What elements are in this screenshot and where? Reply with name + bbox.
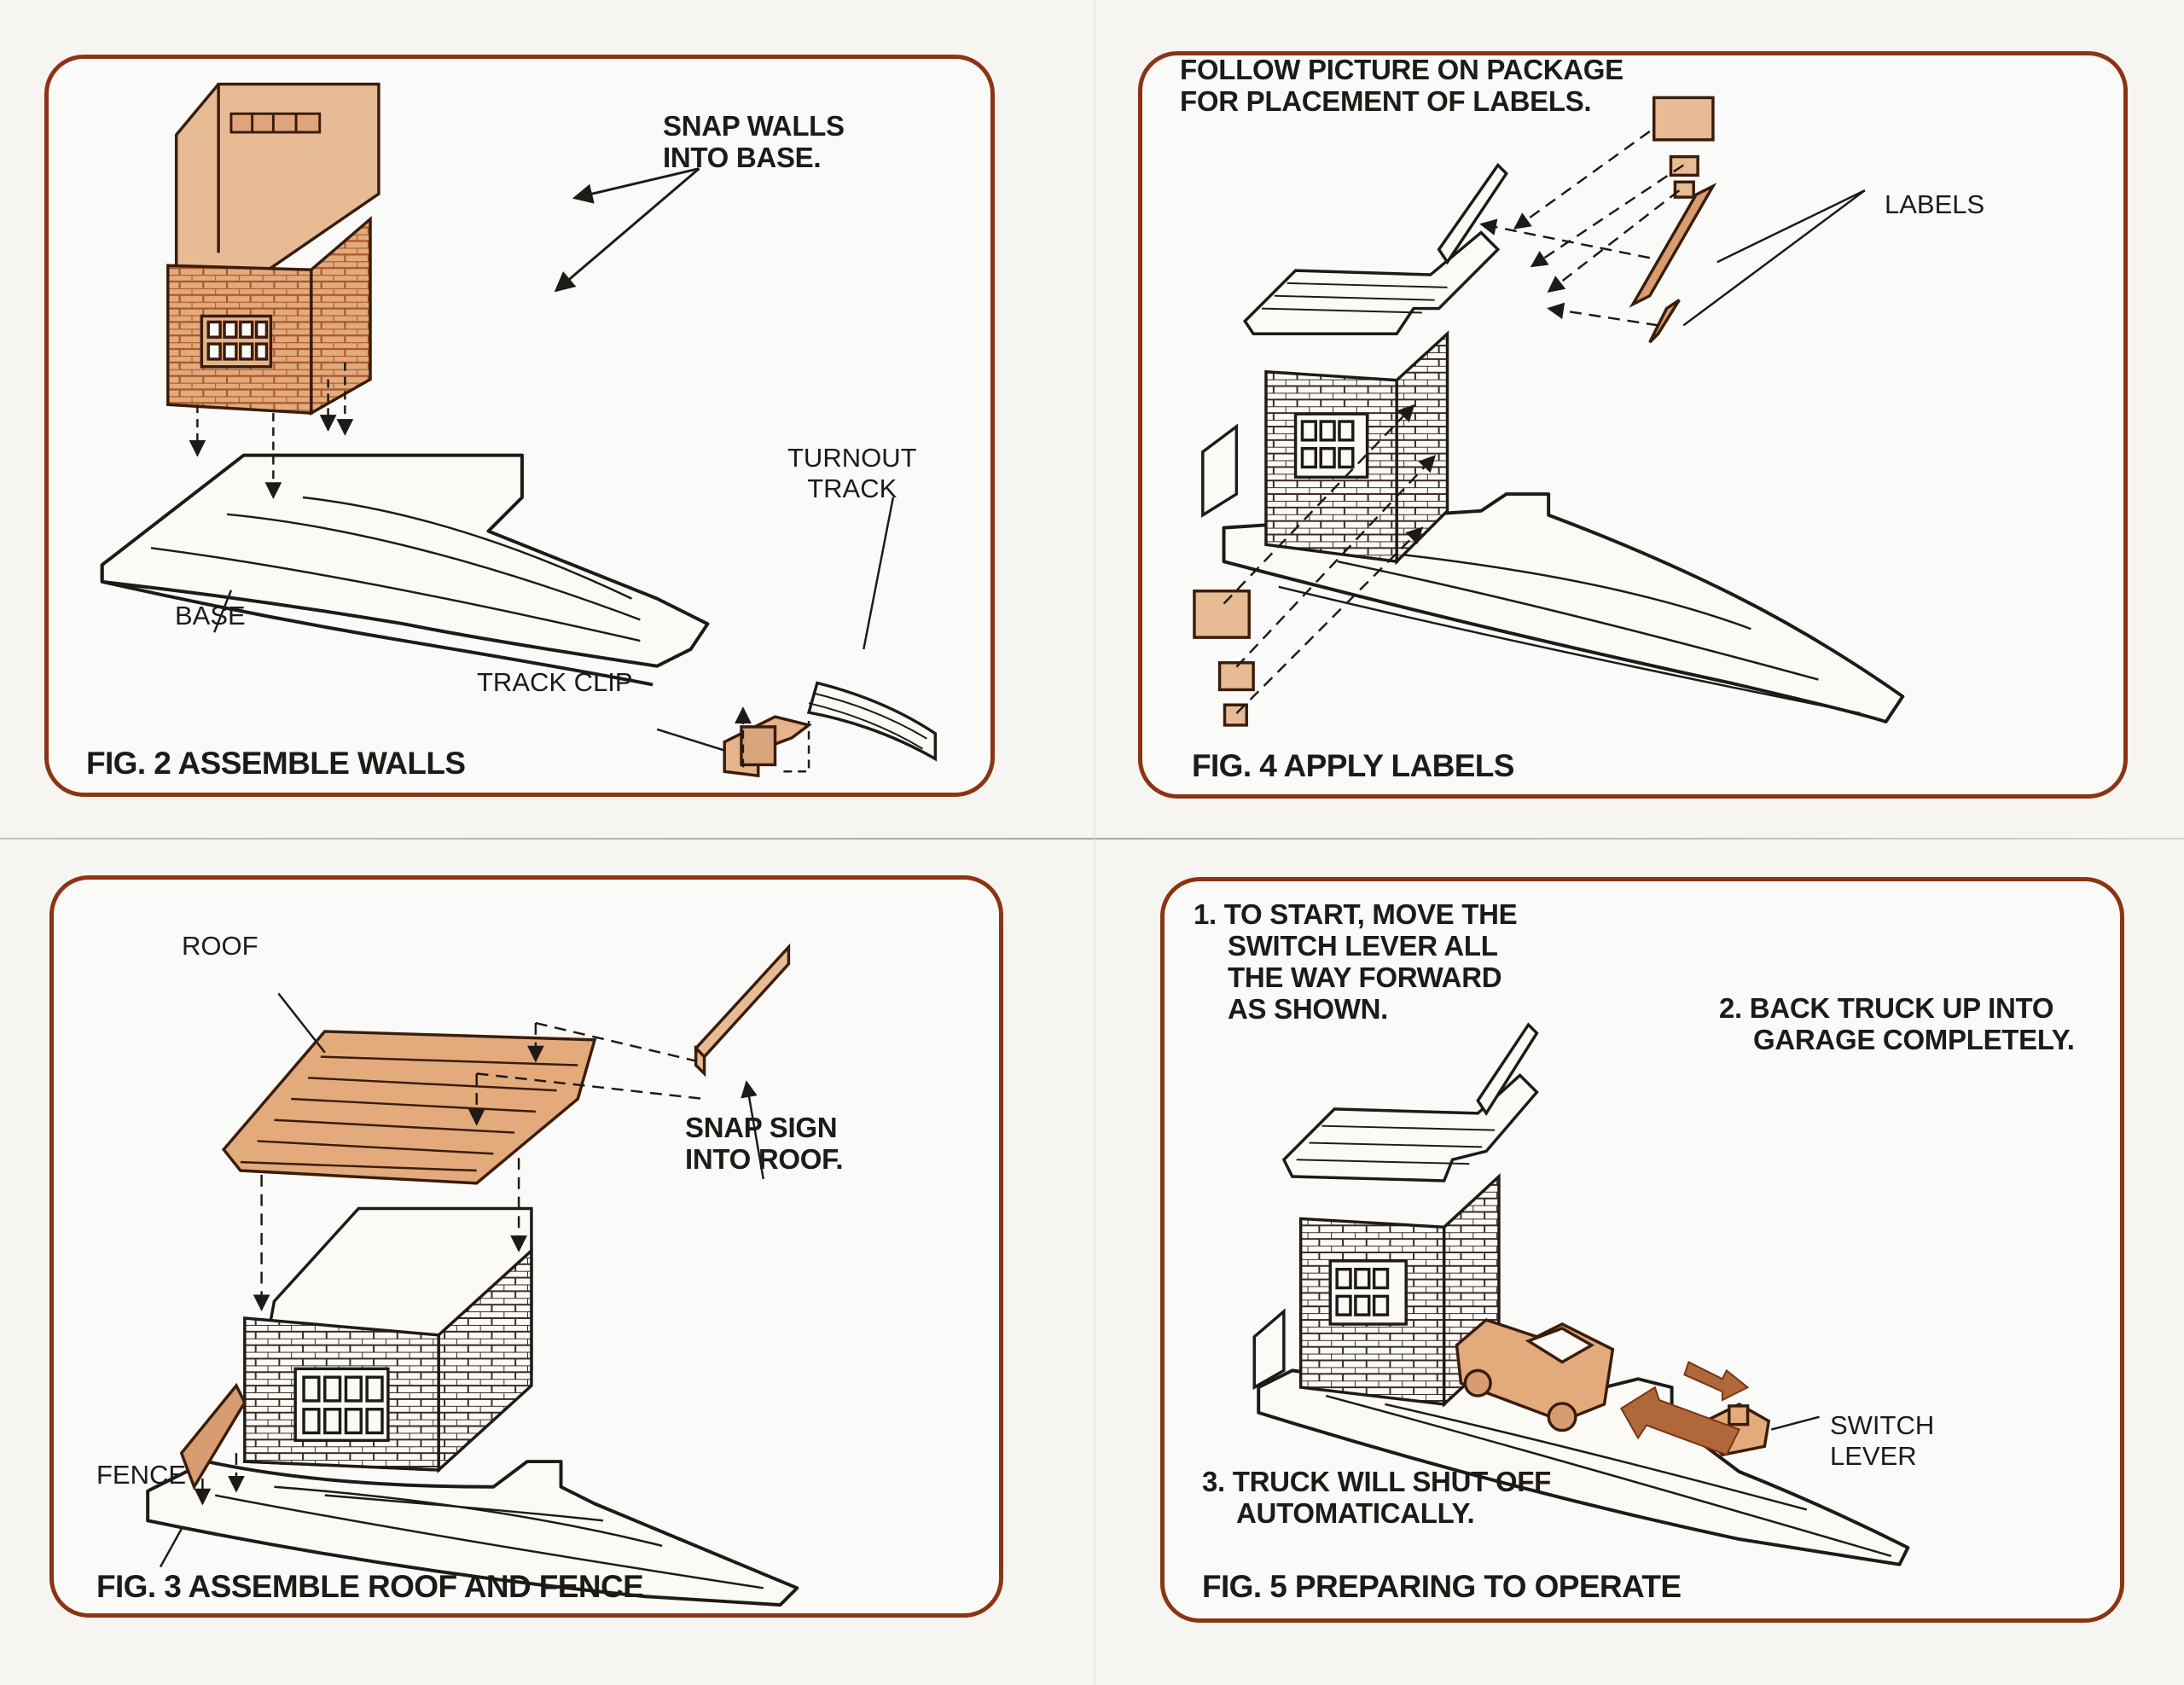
- label-track-clip: TRACK CLIP: [477, 667, 633, 697]
- paper-fold-horizontal: [0, 838, 2184, 840]
- step-line: SWITCH LEVER ALL: [1228, 930, 1498, 962]
- pickup-truck: [1455, 1318, 1615, 1432]
- instruction-line: FOR PLACEMENT OF LABELS.: [1180, 85, 1592, 117]
- label-switch-lever: SWITCH LEVER: [1830, 1410, 1934, 1472]
- step-line: THE WAY FORWARD: [1228, 962, 1502, 993]
- sign-board: [694, 943, 791, 1078]
- figure-caption: FIG. 4 APPLY LABELS: [1192, 748, 1514, 783]
- step-line: 2. BACK TRUCK UP INTO: [1719, 992, 2054, 1024]
- roof-piece: [221, 1030, 597, 1185]
- label-line: LEVER: [1830, 1441, 1917, 1471]
- step-line: GARAGE COMPLETELY.: [1753, 1024, 2075, 1055]
- label-base: BASE: [175, 601, 246, 630]
- label-labels: LABELS: [1885, 189, 1985, 219]
- wall-front-brick: [166, 216, 372, 416]
- instruction-line: INTO ROOF.: [685, 1143, 844, 1175]
- garage-walls: [242, 1206, 533, 1473]
- panel-fig5-preparing-to-operate: 1. TO START, MOVE THE SWITCH LEVER ALL T…: [1160, 877, 2124, 1623]
- label-line: TRACK: [807, 474, 897, 503]
- figure-caption: FIG. 3 ASSEMBLE ROOF AND FENCE: [96, 1569, 644, 1604]
- figure-caption: FIG. 2 ASSEMBLE WALLS: [86, 746, 466, 781]
- instruction-line: SNAP WALLS: [663, 110, 845, 142]
- track-clip: [723, 715, 813, 778]
- garage-building: [1252, 1022, 1539, 1408]
- base-platform: [146, 1460, 799, 1607]
- label-line: SWITCH: [1830, 1410, 1935, 1440]
- instruction-line: SNAP SIGN: [685, 1112, 838, 1143]
- fence: [179, 1382, 247, 1490]
- step-2-text: 2. BACK TRUCK UP INTO GARAGE COMPLETELY.: [1719, 992, 2075, 1055]
- base-platform: [100, 453, 710, 687]
- paper-fold-vertical: [1094, 0, 1095, 1685]
- assemble-roof-fence-illustration: [146, 943, 799, 1607]
- instruction-snap-sign: SNAP SIGN INTO ROOF.: [685, 1112, 844, 1175]
- instruction-snap-walls: SNAP WALLS INTO BASE.: [663, 110, 845, 173]
- label-fence: FENCE: [96, 1460, 187, 1490]
- figure-caption: FIG. 5 PREPARING TO OPERATE: [1202, 1569, 1682, 1604]
- apply-labels-illustration: [1193, 96, 1905, 727]
- label-stickers: [1193, 96, 1717, 727]
- step-line: 3. TRUCK WILL SHUT OFF: [1202, 1466, 1551, 1497]
- instruction-follow-picture: FOLLOW PICTURE ON PACKAGE FOR PLACEMENT …: [1180, 54, 1623, 117]
- step-1-text: 1. TO START, MOVE THE SWITCH LEVER ALL T…: [1194, 898, 1518, 1025]
- step-line: AUTOMATICALLY.: [1236, 1497, 1475, 1529]
- instruction-line: FOLLOW PICTURE ON PACKAGE: [1180, 54, 1623, 85]
- garage-building: [1201, 162, 1508, 566]
- assemble-walls-illustration: [100, 82, 938, 778]
- label-roof: ROOF: [182, 931, 258, 961]
- turnout-track: [806, 681, 938, 762]
- label-line: TURNOUT: [787, 443, 917, 473]
- preparing-to-operate-illustration: [1252, 1022, 1910, 1566]
- panel-fig3-assemble-roof-fence: ROOF SNAP SIGN INTO ROOF. FENCE FIG. 3 A…: [49, 875, 1003, 1618]
- direction-arrow-switch: [1683, 1361, 1750, 1402]
- step-3-text: 3. TRUCK WILL SHUT OFF AUTOMATICALLY.: [1202, 1466, 1551, 1529]
- panel-fig4-apply-labels: FOLLOW PICTURE ON PACKAGE FOR PLACEMENT …: [1138, 51, 2128, 799]
- step-line: 1. TO START, MOVE THE: [1194, 898, 1518, 930]
- direction-arrow-back-up: [1619, 1386, 1741, 1456]
- label-turnout-track: TURNOUT TRACK: [787, 443, 917, 504]
- instruction-line: INTO BASE.: [663, 142, 822, 173]
- panel-fig2-assemble-walls: SNAP WALLS INTO BASE. TURNOUT TRACK BASE…: [44, 55, 995, 797]
- step-line: AS SHOWN.: [1228, 993, 1388, 1025]
